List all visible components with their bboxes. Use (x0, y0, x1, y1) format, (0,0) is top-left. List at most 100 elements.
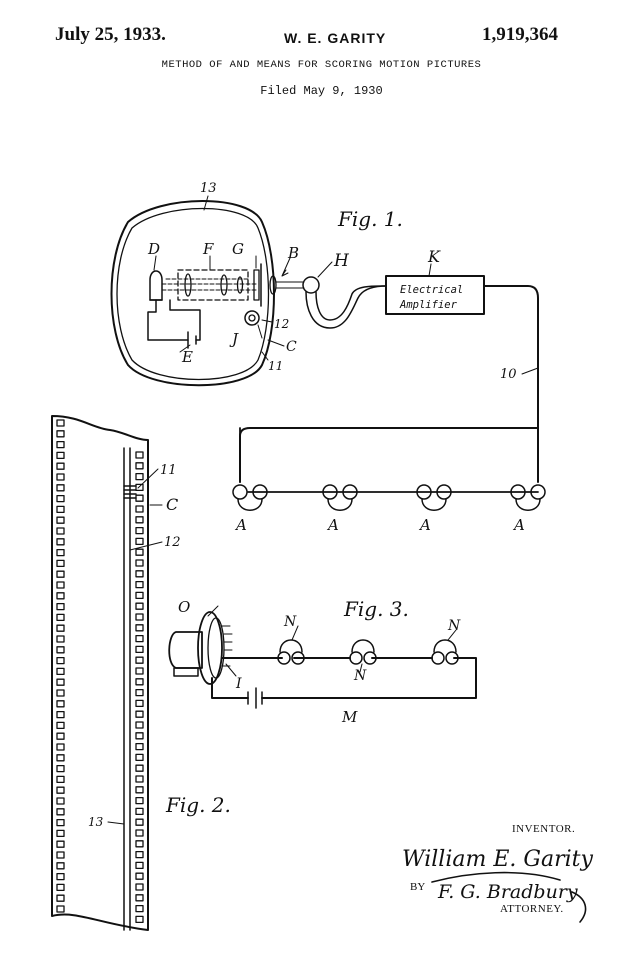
filed-date: Filed May 9, 1930 (260, 84, 383, 98)
film-perforation (135, 472, 144, 481)
film-perforation (135, 570, 144, 578)
film-perforation (56, 710, 65, 719)
film-perforation (56, 700, 65, 708)
film-perforation (135, 742, 144, 751)
amplifier-box (385, 275, 485, 315)
film-perforation (56, 419, 65, 427)
film-perforation (56, 462, 65, 470)
film-perforation (135, 840, 144, 848)
lens (269, 275, 277, 295)
distribution-loop (239, 427, 539, 483)
film-perforation (135, 602, 144, 610)
film-perforation (135, 732, 144, 740)
film-perforation (135, 634, 144, 643)
fig1-label-A-4: A (512, 516, 525, 534)
film-perforation (56, 851, 65, 859)
film-perforation (56, 570, 65, 578)
exciter-lamp (149, 270, 163, 301)
film-perforation (56, 732, 65, 740)
film-perforation (135, 559, 144, 567)
film-perforation (56, 646, 65, 654)
photo-cell (302, 276, 320, 294)
lamp-circuit (147, 299, 201, 341)
fig1-label-K: K (427, 247, 441, 266)
film-perforation (56, 689, 65, 697)
fig1-label-13: 13 (200, 181, 217, 196)
film-perforation (135, 872, 144, 880)
inventor-name-header: W. E. GARITY (284, 30, 387, 46)
film-perforation (56, 754, 65, 762)
projector-housing (110, 200, 275, 387)
fig3-label-M: M (341, 708, 358, 726)
film-perforation (135, 688, 144, 697)
film-perforation (56, 624, 65, 632)
film-perforation (56, 656, 65, 665)
film-perforation (56, 505, 65, 514)
fig1-label-C: C (286, 339, 297, 355)
film-perforation (56, 473, 65, 481)
film-perforation (56, 494, 65, 503)
inventor-signature: William E. Garity (402, 847, 593, 872)
film-perforation (56, 894, 65, 902)
film-perforation (135, 764, 144, 772)
attorney-caption: ATTORNEY. (500, 903, 564, 915)
film-perforation (56, 484, 65, 492)
film-perforation (135, 861, 144, 870)
film-perforation (56, 430, 65, 438)
attorney-signature: F. G. Bradbury (437, 881, 578, 903)
film-perforation (56, 602, 65, 611)
film-perforation (56, 797, 65, 805)
film-perforation (135, 451, 144, 459)
by-label: BY (410, 881, 425, 893)
film-perforation (56, 516, 65, 524)
film-perforation (135, 678, 144, 686)
fig1-label-J: J (229, 330, 239, 348)
film-perforation (135, 462, 144, 470)
film-perforation (135, 613, 144, 621)
fig3-label-O: O (178, 598, 190, 616)
signature-flourish (431, 871, 587, 923)
film-perforation (135, 537, 144, 546)
projector-housing-inner (116, 207, 270, 381)
fig3-circuit (261, 657, 477, 699)
light-slit (253, 269, 260, 301)
fig1-label-F: F (202, 240, 214, 258)
film-perforation (135, 721, 144, 729)
film-perforation (135, 850, 144, 859)
film-perforation (135, 548, 144, 556)
film-perforation (135, 580, 144, 589)
film-perforation (56, 592, 65, 600)
film-perforation (135, 807, 144, 816)
film-perforation (135, 591, 144, 600)
film-perforation (135, 667, 144, 675)
film-perforation (56, 678, 65, 686)
film-perforation (56, 818, 65, 827)
reproducer-units (232, 484, 546, 511)
fig1-label-12: 12 (274, 317, 289, 331)
fig1-label-A-1: A (234, 516, 247, 534)
film-perforation (56, 905, 65, 913)
film-perforation (56, 548, 65, 557)
film-perforation (56, 559, 65, 568)
film-perforation (56, 862, 65, 870)
film-perforation (56, 829, 65, 838)
film-perforation (56, 581, 65, 589)
film-perforation (56, 538, 65, 546)
film-roller (244, 310, 260, 326)
film-perforation (56, 613, 65, 622)
film-perforation (56, 764, 65, 773)
amplifier-label-line2: Amplifier (399, 299, 458, 311)
film-perforation (135, 483, 144, 492)
film-perforation (135, 915, 144, 924)
film-perforation (56, 527, 65, 535)
optical-unit (177, 269, 249, 301)
fig1-label-E: E (181, 348, 193, 366)
film-perforation (135, 829, 144, 837)
fig2-label-13: 13 (88, 815, 104, 829)
fig3-label-N-3: N (447, 618, 461, 634)
patent-date: July 25, 1933. (55, 24, 166, 45)
film-perforation (135, 818, 144, 826)
film-perforation (56, 840, 65, 848)
film-perforation (135, 624, 144, 632)
